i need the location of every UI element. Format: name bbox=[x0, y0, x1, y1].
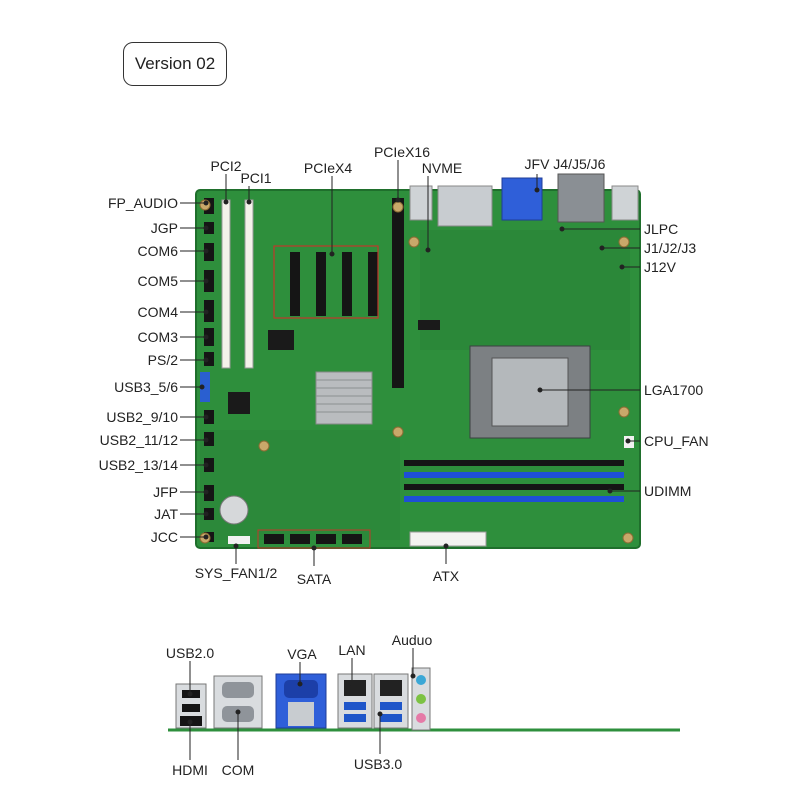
label-sys-fan: SYS_FAN1/2 bbox=[194, 565, 278, 581]
label-pciex16: PCIeX16 bbox=[373, 144, 431, 160]
board-callouts bbox=[180, 160, 640, 566]
label-io-com: COM bbox=[221, 762, 255, 778]
pcie-x16-slot bbox=[392, 198, 404, 388]
pcie-x4-highlight bbox=[273, 245, 379, 319]
label-io-audio: Auduo bbox=[391, 632, 433, 648]
label-cpu-fan: CPU_FAN bbox=[644, 433, 709, 449]
pcie-x4-slots bbox=[290, 252, 378, 316]
label-io-lan: LAN bbox=[338, 642, 366, 658]
label-usb2-13-14: USB2_13/14 bbox=[98, 457, 178, 473]
label-pci2: PCI2 bbox=[210, 158, 242, 174]
label-pci1: PCI1 bbox=[240, 170, 272, 186]
label-io-usb2: USB2.0 bbox=[165, 645, 215, 661]
label-com5: COM5 bbox=[137, 273, 178, 289]
label-udimm: UDIMM bbox=[644, 483, 692, 499]
label-jlpc: JLPC bbox=[644, 221, 679, 237]
heatsink bbox=[315, 371, 373, 425]
label-j1-j2-j3: J1/J2/J3 bbox=[644, 240, 697, 256]
atx-connector bbox=[409, 531, 487, 547]
label-com3: COM3 bbox=[137, 329, 178, 345]
version-badge: Version 02 bbox=[123, 42, 227, 86]
motherboard bbox=[195, 173, 641, 549]
label-jgp: JGP bbox=[150, 220, 178, 236]
label-usb3-5-6: USB3_5/6 bbox=[114, 379, 178, 395]
label-atx: ATX bbox=[432, 568, 460, 584]
label-ps2: PS/2 bbox=[147, 352, 178, 368]
label-io-hdmi: HDMI bbox=[172, 762, 208, 778]
sata-ports bbox=[264, 534, 362, 544]
label-usb2-9-10: USB2_9/10 bbox=[106, 409, 178, 425]
label-lga1700: LGA1700 bbox=[644, 382, 704, 398]
rear-io-panel bbox=[168, 667, 680, 732]
dimm-slots bbox=[404, 460, 624, 502]
label-com6: COM6 bbox=[137, 243, 178, 259]
label-fp-audio: FP_AUDIO bbox=[107, 195, 178, 211]
label-pciex4: PCIeX4 bbox=[303, 160, 353, 176]
io-top-connectors bbox=[409, 173, 639, 227]
label-com4: COM4 bbox=[137, 304, 178, 320]
label-usb2-11-12: USB2_11/12 bbox=[99, 432, 178, 448]
label-jat: JAT bbox=[154, 506, 178, 522]
io-callouts bbox=[187, 648, 416, 760]
label-nvme: NVME bbox=[421, 160, 463, 176]
cmos-battery bbox=[219, 495, 249, 525]
label-jcc: JCC bbox=[150, 529, 178, 545]
label-sata: SATA bbox=[296, 571, 332, 587]
label-jfp: JFP bbox=[153, 484, 178, 500]
label-jfv-j4-j5-j6: JFV J4/J5/J6 bbox=[524, 156, 606, 172]
label-j12v: J12V bbox=[644, 259, 676, 275]
label-io-vga: VGA bbox=[287, 646, 317, 662]
label-io-usb3: USB3.0 bbox=[353, 756, 403, 772]
